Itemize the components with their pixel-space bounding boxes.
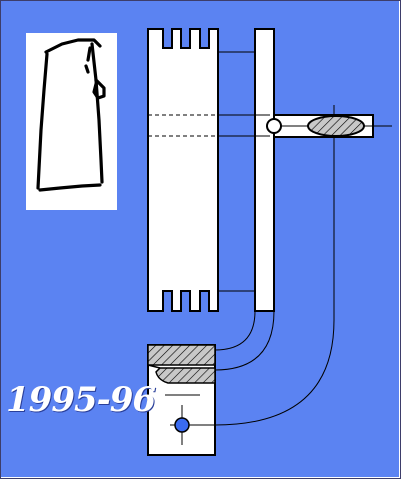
lower-detail-block xyxy=(147,344,216,456)
slotted-plate xyxy=(147,28,219,312)
pin-circle-icon xyxy=(174,417,190,433)
hatched-section-top xyxy=(147,344,216,366)
projection-lines xyxy=(218,51,270,292)
horizontal-arm xyxy=(266,105,392,148)
arc-connectors xyxy=(214,137,335,426)
pivot-circle-icon xyxy=(266,118,282,134)
year-label: 1995-96 xyxy=(6,380,156,420)
side-bar xyxy=(254,28,275,312)
hatched-section-lip xyxy=(155,367,216,384)
plate-hidden-lines xyxy=(148,114,218,137)
hand-drawn-sketch-icon xyxy=(26,33,117,210)
arm-section-oval xyxy=(307,115,365,137)
